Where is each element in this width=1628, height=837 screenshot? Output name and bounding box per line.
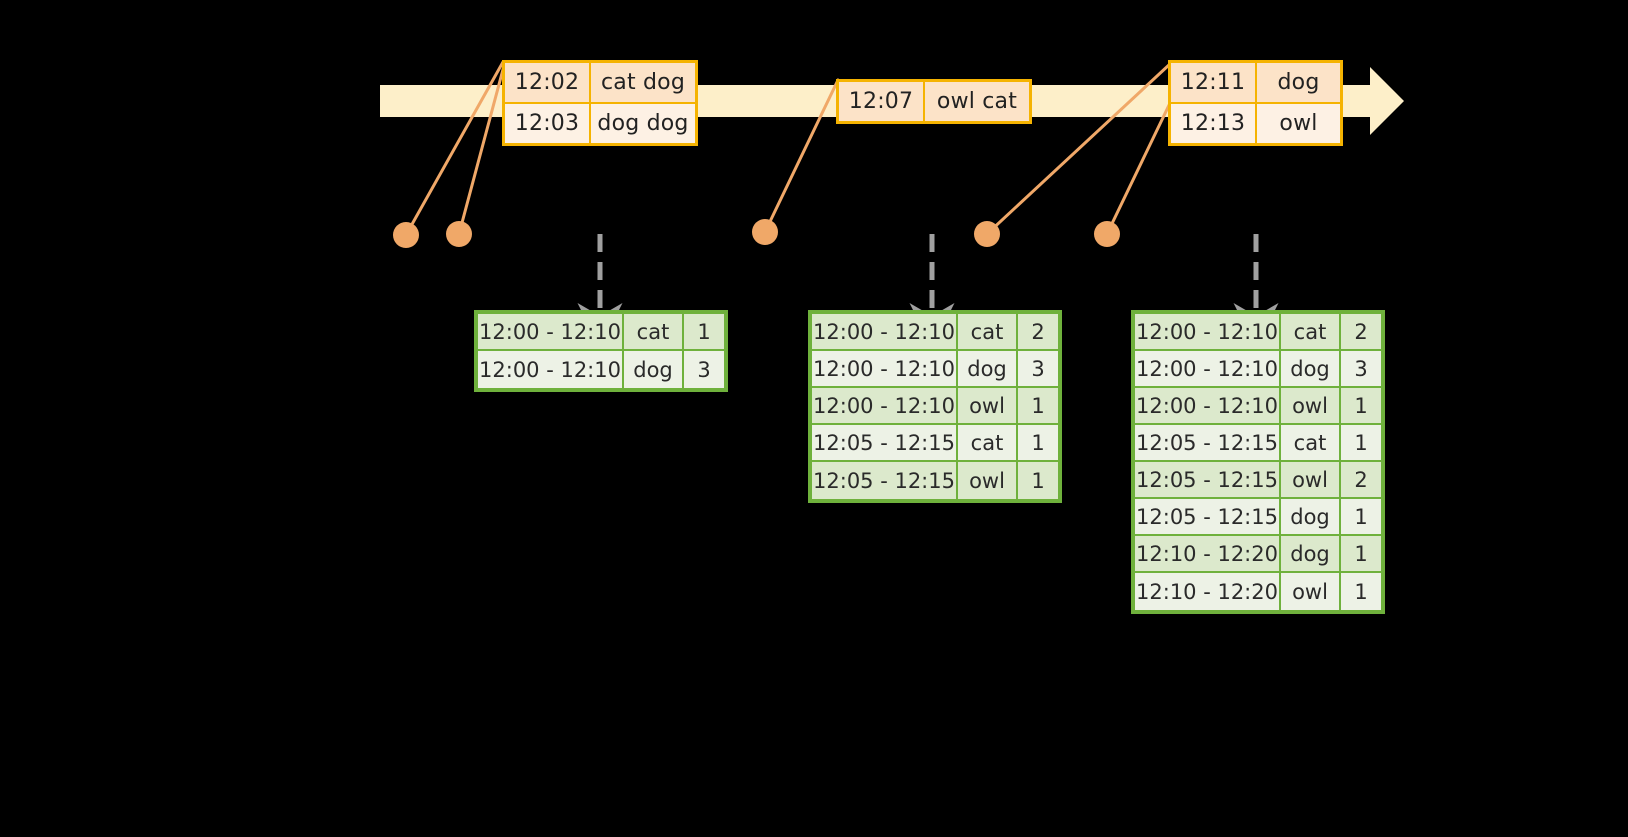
event-words: dog dog [591, 104, 695, 143]
event-timestamp: 12:07 [839, 82, 925, 121]
window-cell: 12:00 - 12:10 [812, 351, 958, 388]
count-cell: 3 [1018, 351, 1058, 388]
window-cell: 12:05 - 12:15 [1135, 462, 1281, 499]
window-cell: 12:00 - 12:10 [478, 351, 624, 388]
connector-2 [457, 60, 507, 236]
window-cell: 12:10 - 12:20 [1135, 536, 1281, 573]
count-cell: 1 [1341, 536, 1381, 573]
connector-5 [1105, 99, 1173, 236]
window-cell: 12:00 - 12:10 [812, 388, 958, 425]
count-cell: 2 [1018, 314, 1058, 351]
window-cell: 12:00 - 12:10 [812, 314, 958, 351]
word-cell: owl [958, 388, 1018, 425]
word-cell: dog [1281, 351, 1341, 388]
word-cell: dog [958, 351, 1018, 388]
event-words: owl [1257, 104, 1340, 143]
count-cell: 2 [1341, 314, 1381, 351]
word-cell: owl [1281, 462, 1341, 499]
event-words: cat dog [591, 63, 695, 102]
count-cell: 1 [1341, 499, 1381, 536]
word-cell: cat [958, 314, 1018, 351]
stream-dot-2 [446, 221, 472, 247]
event-timestamp: 12:02 [505, 63, 591, 102]
count-cell: 3 [684, 351, 724, 388]
count-cell: 1 [1341, 573, 1381, 610]
event-timestamp: 12:13 [1171, 104, 1257, 143]
word-cell: dog [624, 351, 684, 388]
stream-dot-5 [1094, 221, 1120, 247]
word-cell: cat [1281, 425, 1341, 462]
event-timestamp: 12:11 [1171, 63, 1257, 102]
window-cell: 12:05 - 12:15 [812, 425, 958, 462]
event-words: dog [1257, 63, 1340, 102]
count-cell: 1 [1018, 462, 1058, 499]
dashed-arrows [577, 234, 1279, 348]
count-cell: 1 [1341, 425, 1381, 462]
window-cell: 12:00 - 12:10 [478, 314, 624, 351]
word-cell: owl [1281, 388, 1341, 425]
event-timestamp: 12:03 [505, 104, 591, 143]
count-cell: 1 [1018, 388, 1058, 425]
word-cell: cat [958, 425, 1018, 462]
count-cell: 1 [684, 314, 724, 351]
stream-dot-1 [393, 222, 419, 248]
word-cell: owl [958, 462, 1018, 499]
word-cell: owl [1281, 573, 1341, 610]
window-cell: 12:05 - 12:15 [812, 462, 958, 499]
window-cell: 12:10 - 12:20 [1135, 573, 1281, 610]
word-cell: dog [1281, 499, 1341, 536]
stream-dot-3 [752, 219, 778, 245]
stream-dots [393, 219, 1120, 248]
window-cell: 12:00 - 12:10 [1135, 388, 1281, 425]
word-cell: cat [1281, 314, 1341, 351]
window-cell: 12:05 - 12:15 [1135, 425, 1281, 462]
stream-dot-4 [974, 221, 1000, 247]
window-cell: 12:05 - 12:15 [1135, 499, 1281, 536]
count-cell: 1 [1341, 388, 1381, 425]
word-cell: dog [1281, 536, 1341, 573]
connector-3 [763, 78, 840, 234]
count-cell: 3 [1341, 351, 1381, 388]
connector-1 [404, 60, 505, 237]
word-cell: cat [624, 314, 684, 351]
window-cell: 12:00 - 12:10 [1135, 314, 1281, 351]
window-cell: 12:00 - 12:10 [1135, 351, 1281, 388]
count-cell: 2 [1341, 462, 1381, 499]
count-cell: 1 [1018, 425, 1058, 462]
event-words: owl cat [925, 82, 1029, 121]
